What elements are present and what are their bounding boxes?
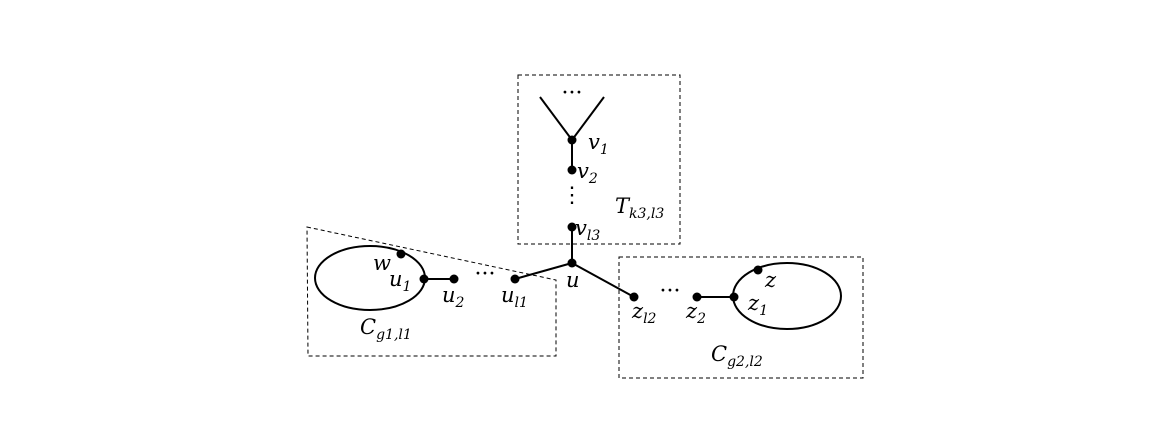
- node-v1: [567, 135, 577, 145]
- path-u-dots: ···: [475, 262, 496, 287]
- path-v-dots: ⋮: [561, 183, 583, 208]
- node-vl3: [567, 222, 577, 232]
- cycle-left: [314, 245, 426, 311]
- label-z: z: [764, 268, 777, 292]
- node-u1: [419, 274, 429, 284]
- label-z1: z1: [747, 291, 768, 319]
- node-u2: [449, 274, 459, 284]
- node-u: [567, 258, 577, 268]
- node-z: [753, 265, 763, 275]
- label-u: u: [566, 268, 580, 292]
- label-zl2: zl2: [631, 299, 657, 327]
- path-z-dots: ···: [660, 279, 681, 304]
- label-ul1: ul1: [501, 283, 528, 311]
- tree-branch-right: [571, 96, 605, 141]
- tree-region-box: [517, 74, 681, 245]
- label-z2: z2: [685, 299, 706, 327]
- cycle-right-region-box: [618, 256, 864, 379]
- node-ul1: [510, 274, 520, 284]
- label-u1: u1: [389, 267, 411, 295]
- label-v1: v1: [588, 130, 609, 158]
- node-v2: [567, 165, 577, 175]
- label-u2: u2: [442, 283, 465, 311]
- label-tree: Tk3,l3: [615, 194, 664, 222]
- label-vl3: vl3: [575, 216, 600, 244]
- cycle-left-region-box: [306, 226, 557, 357]
- edge-u-ul1: [514, 262, 573, 280]
- edge-u-zl2: [571, 262, 635, 298]
- node-z2: [692, 292, 702, 302]
- node-zl2: [629, 292, 639, 302]
- node-w: [396, 249, 406, 259]
- label-cycle-left: Cg1,l1: [360, 315, 412, 343]
- label-cycle-right: Cg2,l2: [711, 342, 763, 370]
- tree-branch-left: [539, 96, 573, 141]
- node-z1: [729, 292, 739, 302]
- label-w: w: [373, 251, 391, 275]
- label-v2: v2: [577, 159, 598, 187]
- tree-branch-dots: ···: [562, 81, 583, 106]
